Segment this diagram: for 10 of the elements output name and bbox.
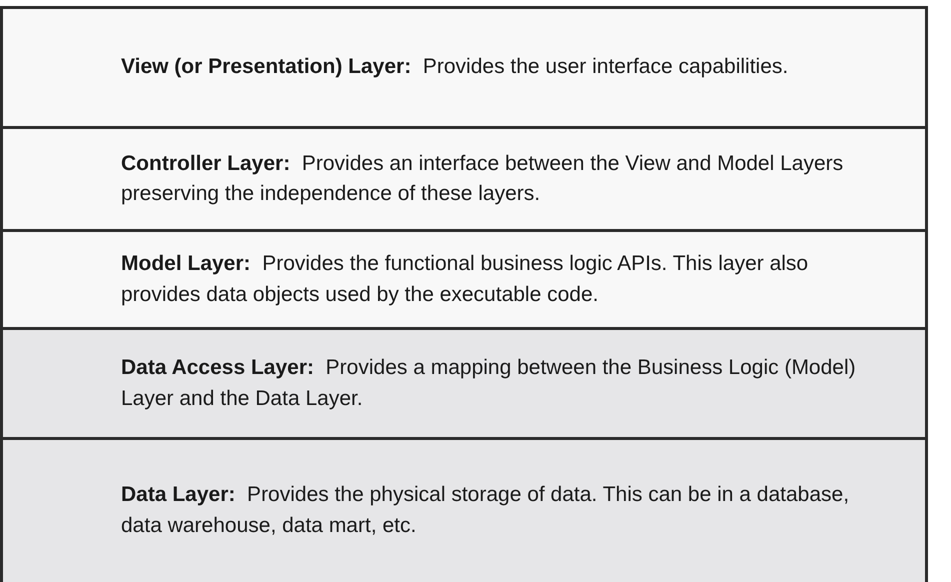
layer-description: Controller Layer: Provides an interface between the View and Model Layers preserving the independence of these layers. (121, 150, 844, 208)
layer-description: Data Layer: Provides the physical storage of data. This can be in a database, data warehouse, data mart, etc. (121, 482, 850, 539)
layer-band (3, 228, 925, 328)
layer-description: Model Layer: Provides the functional business logic APIs. This layer also provides data objects used by the executable code. (121, 251, 810, 308)
layer-description: View (or Presentation) Layer: Provides the user interface capabilities. (121, 54, 788, 80)
layer-band (3, 9, 925, 126)
layer-description: Data Access Layer: Provides a mapping between the Business Logic (Model) Layer and the Data Layer. (121, 355, 857, 412)
layer-band (3, 327, 925, 437)
layer-band (3, 126, 925, 229)
layer-band (3, 436, 925, 582)
